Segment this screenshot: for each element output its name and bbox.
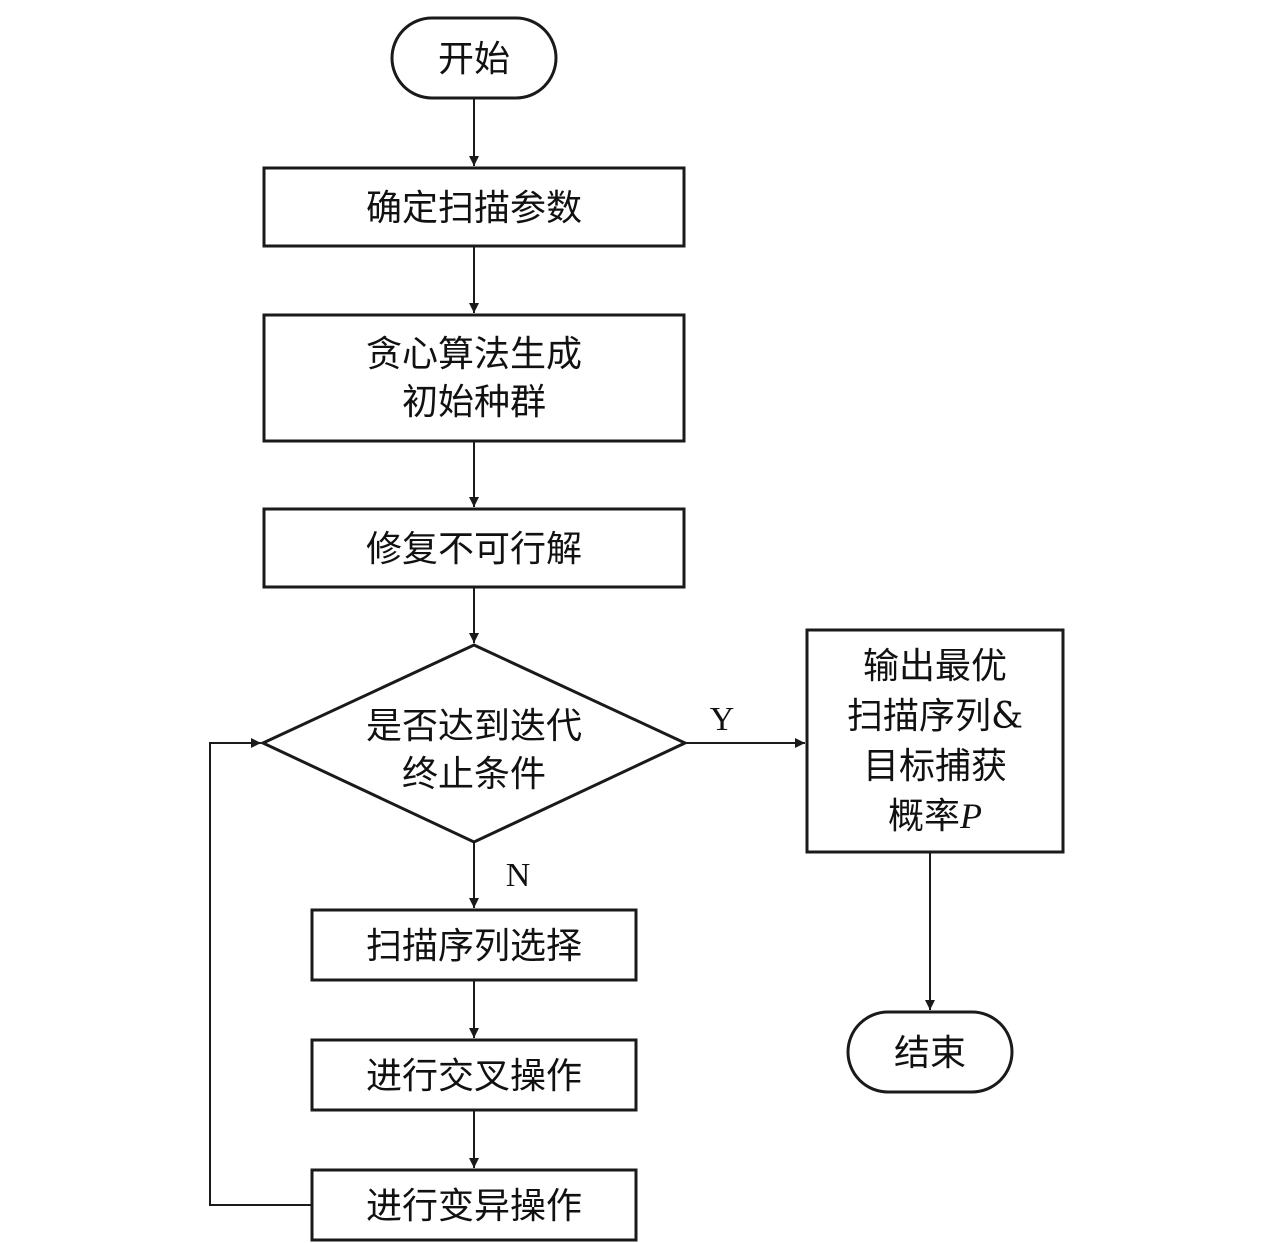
output-label-prefix: 概率 — [888, 796, 960, 837]
edge-mutation-loop-back — [209, 738, 312, 1206]
greedy-label-line1: 贪心算法生成 — [366, 334, 582, 375]
mutation-node: 进行变异操作 — [310, 1168, 638, 1242]
repair-node: 修复不可行解 — [262, 507, 686, 589]
output-label-variable: P — [959, 796, 982, 836]
start-node: 开始 — [390, 16, 558, 100]
output-label-line3: 目标捕获 — [863, 746, 1007, 787]
edge-label-no: N — [506, 857, 531, 894]
crossover-label: 进行交叉操作 — [366, 1056, 582, 1097]
output-label-line1: 输出最优 — [863, 646, 1007, 687]
mutation-label: 进行变异操作 — [366, 1186, 582, 1227]
decision-label-line1: 是否达到迭代 — [366, 706, 582, 747]
greedy-node: 贪心算法生成 初始种群 — [262, 313, 686, 443]
params-label: 确定扫描参数 — [366, 188, 582, 229]
end-node: 结束 — [846, 1010, 1014, 1094]
edge-label-yes: Y — [710, 701, 735, 738]
output-node: 输出最优 扫描序列& 目标捕获 概率P — [805, 628, 1065, 854]
greedy-label-line2: 初始种群 — [402, 382, 546, 423]
decision-node: 是否达到迭代 终止条件 — [259, 643, 689, 844]
crossover-node: 进行交叉操作 — [310, 1038, 638, 1112]
output-label-line4: 概率P — [888, 796, 982, 837]
start-label: 开始 — [438, 39, 510, 80]
select-label: 扫描序列选择 — [366, 926, 582, 967]
repair-label: 修复不可行解 — [366, 529, 582, 570]
end-label: 结束 — [894, 1033, 966, 1074]
select-node: 扫描序列选择 — [310, 908, 638, 982]
output-label-line2: 扫描序列& — [847, 696, 1023, 737]
params-node: 确定扫描参数 — [262, 166, 686, 248]
decision-label-line2: 终止条件 — [402, 754, 546, 795]
